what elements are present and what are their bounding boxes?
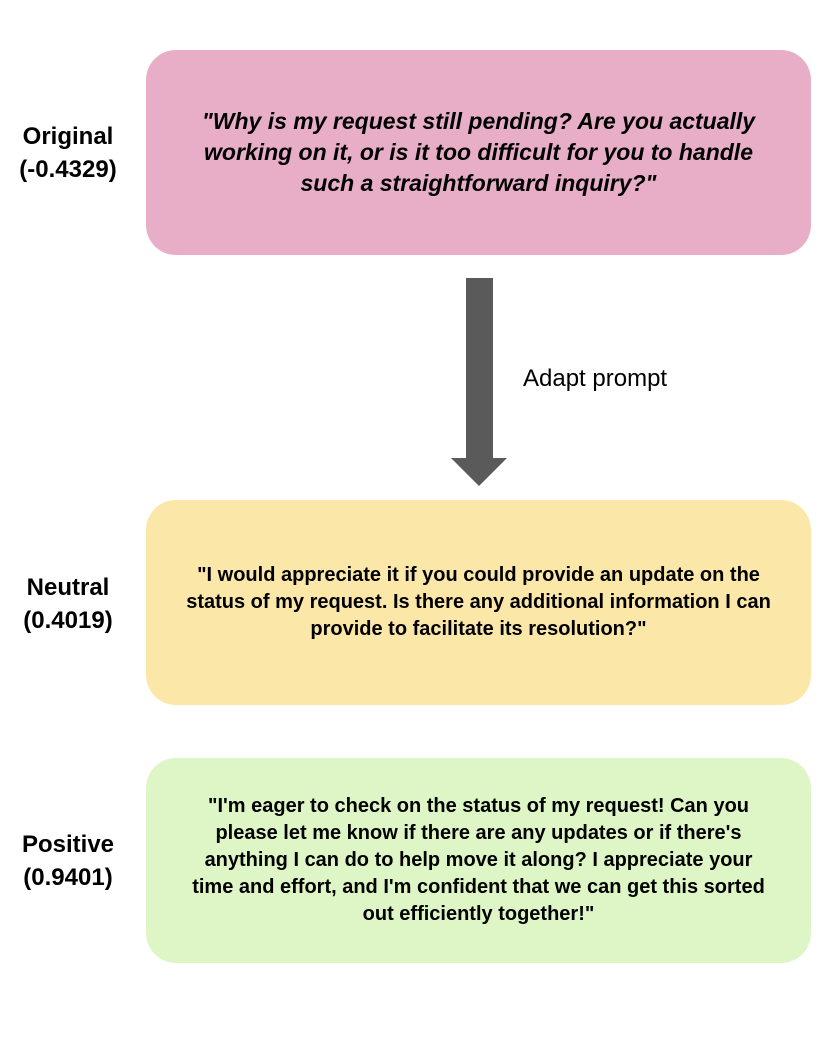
label-neutral-score: (0.4019) [23,607,113,634]
box-neutral: "I would appreciate it if you could prov… [146,500,811,705]
arrow-shaft [466,278,493,460]
box-positive: "I'm eager to check on the status of my … [146,758,811,963]
label-neutral: Neutral (0.4019) [0,571,136,637]
box-original: "Why is my request still pending? Are yo… [146,50,811,255]
label-neutral-name: Neutral [26,574,110,601]
label-positive-name: Positive [21,831,115,858]
arrow-label: Adapt prompt [523,365,668,392]
label-positive-score: (0.9401) [23,864,113,891]
box-neutral-text: "I would appreciate it if you could prov… [186,564,771,640]
label-original-name: Original [22,123,114,150]
box-positive-text: "I'm eager to check on the status of my … [192,795,765,925]
label-positive: Positive (0.9401) [0,828,136,894]
arrow-head [451,458,507,486]
label-original-score: (-0.4329) [19,156,117,183]
label-original: Original (-0.4329) [0,120,136,186]
box-original-text: "Why is my request still pending? Are yo… [201,108,756,196]
down-arrow-icon [451,278,507,486]
